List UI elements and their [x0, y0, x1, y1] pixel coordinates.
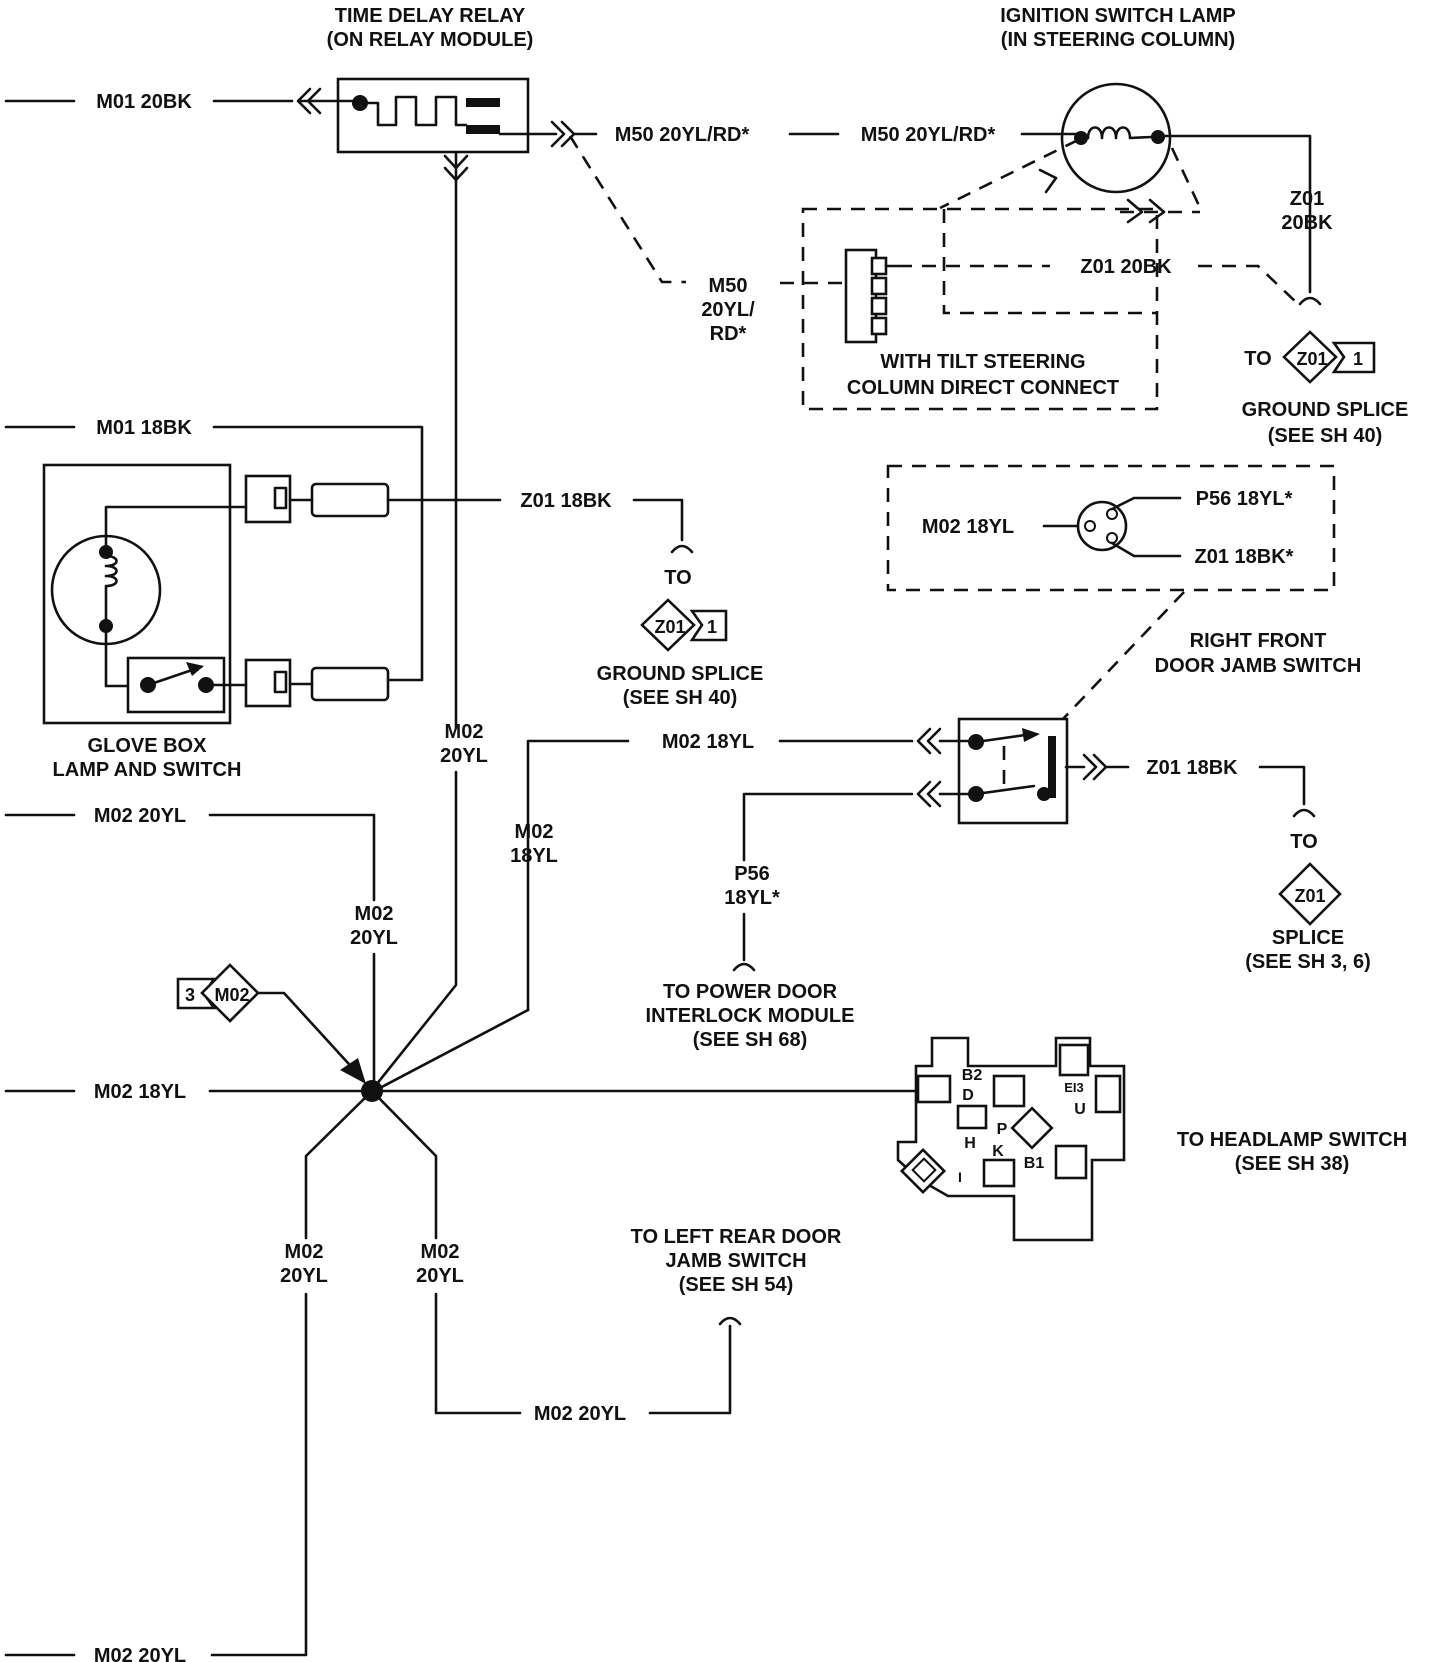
- wire-label-p56-vert-1: P56: [734, 863, 770, 885]
- tilt-steering-box: WITH TILT STEERING COLUMN DIRECT CONNECT: [801, 207, 1159, 411]
- ignition-switch-lamp: IGNITION SWITCH LAMP (IN STEERING COLUMN…: [1000, 5, 1236, 194]
- glove-box-label-2: LAMP AND SWITCH: [53, 759, 242, 781]
- ground-splice-mid: TO Z01 1 GROUND SPLICE (SEE SH 40): [597, 567, 764, 709]
- ground-splice-mid-ref: (SEE SH 40): [623, 687, 737, 709]
- wire-label-p56-inset: P56 18YL*: [1196, 488, 1293, 510]
- to-label-top: TO: [1244, 348, 1271, 370]
- wire-label-m02-18yl-main: M02 18YL: [94, 1081, 186, 1103]
- wire-label-z01-20bk-vert-1: Z01: [1290, 188, 1324, 210]
- wire-label-z01-20bk-vert-2: 20BK: [1281, 212, 1333, 234]
- wire-label-z01-20bk: Z01 20BK: [1080, 256, 1172, 278]
- left-rear-label-1: TO LEFT REAR DOOR: [631, 1226, 842, 1248]
- pin-d: D: [962, 1087, 974, 1104]
- wire-label-m01-20bk: M01 20BK: [96, 91, 192, 113]
- door-switch-inset: M02 18YL P56 18YL* Z01 18BK*: [886, 464, 1336, 592]
- pin-k: K: [992, 1143, 1004, 1160]
- tilt-label-2: COLUMN DIRECT CONNECT: [847, 377, 1119, 399]
- ground-splice-top-ref: (SEE SH 40): [1268, 425, 1382, 447]
- splice-label: SPLICE: [1272, 927, 1344, 949]
- wire-label-z01-18bk-door: Z01 18BK: [1146, 757, 1238, 779]
- glove-box-label-1: GLOVE BOX: [88, 735, 208, 757]
- splice-z01: TO Z01 SPLICE (SEE SH 3, 6): [1245, 831, 1371, 973]
- pin-b2: B2: [962, 1067, 983, 1084]
- wire-label-z01-18bk-glove: Z01 18BK: [520, 490, 612, 512]
- pin-b1: B1: [1024, 1155, 1045, 1172]
- time-delay-relay-subtitle: (ON RELAY MODULE): [327, 29, 534, 51]
- wire-label-p56-vert-2: 18YL*: [724, 887, 780, 909]
- z01-connector-mid: Z01: [654, 617, 685, 637]
- wire-label-m02-20yl-low1-2: 20YL: [280, 1265, 328, 1287]
- to-label-mid: TO: [664, 567, 691, 589]
- m02-connector-pin: 3: [185, 985, 195, 1005]
- z01-pin-top: 1: [1353, 349, 1363, 369]
- wire-label-m02-18yl-door: M02 18YL: [662, 731, 754, 753]
- splice-ref: (SEE SH 3, 6): [1245, 951, 1371, 973]
- wire-label-m02-20yl-relay-1: M02: [445, 721, 484, 743]
- pin-u: U: [1074, 1101, 1086, 1118]
- wire-label-m02-20yl-low1-1: M02: [285, 1241, 324, 1263]
- wire-label-m50-vert-1: M50: [709, 275, 748, 297]
- wire-label-m02-20yl-left: M02 20YL: [94, 805, 186, 827]
- pin-h: H: [964, 1135, 976, 1152]
- headlamp-switch-connector: B2 D EI3 U P H K B1 I: [896, 1036, 1126, 1242]
- m02-connector-label: M02: [214, 985, 249, 1005]
- time-delay-relay: TIME DELAY RELAY (ON RELAY MODULE): [327, 5, 534, 154]
- left-rear-label-3: (SEE SH 54): [679, 1274, 793, 1296]
- m02-connector: 3 M02: [176, 963, 260, 1023]
- z01-connector-splice: Z01: [1294, 886, 1325, 906]
- wire-label-m02-20yl-vert-mid-1: M02: [355, 903, 394, 925]
- headlamp-label-1: TO HEADLAMP SWITCH: [1177, 1129, 1407, 1151]
- z01-pin-mid: 1: [707, 617, 717, 637]
- ignition-lamp-title: IGNITION SWITCH LAMP: [1000, 5, 1236, 27]
- pin-i: I: [958, 1169, 962, 1185]
- to-label-splice: TO: [1290, 831, 1317, 853]
- ground-splice-mid-label: GROUND SPLICE: [597, 663, 764, 685]
- right-front-door-switch: [957, 717, 1069, 825]
- ignition-lamp-subtitle: (IN STEERING COLUMN): [1001, 29, 1235, 51]
- wire-label-m02-18yl-vert-1: M02: [515, 821, 554, 843]
- pin-p: P: [997, 1121, 1008, 1138]
- power-door-label-1: TO POWER DOOR: [663, 981, 838, 1003]
- time-delay-relay-title: TIME DELAY RELAY: [335, 5, 526, 27]
- power-door-label-3: (SEE SH 68): [693, 1029, 807, 1051]
- right-front-door-label-1: RIGHT FRONT: [1190, 630, 1327, 652]
- wire-label-m02-20yl-bottom-h: M02 20YL: [534, 1403, 626, 1425]
- wire-label-z01-inset: Z01 18BK*: [1195, 546, 1294, 568]
- wire-label-m02-20yl-vert-mid-2: 20YL: [350, 927, 398, 949]
- tilt-label-1: WITH TILT STEERING: [880, 351, 1085, 373]
- wire-label-m50-vert-2: 20YL/: [701, 299, 755, 321]
- right-front-door-label-2: DOOR JAMB SWITCH: [1155, 655, 1362, 677]
- wire-label-m50-vert-3: RD*: [710, 323, 747, 345]
- wire-label-m50-b: M50 20YL/RD*: [861, 124, 996, 146]
- wire-label-m02-20yl-low2-2: 20YL: [416, 1265, 464, 1287]
- power-door-label-2: INTERLOCK MODULE: [646, 1005, 855, 1027]
- wire-label-m02-20yl-relay-2: 20YL: [440, 745, 488, 767]
- ground-splice-top-label: GROUND SPLICE: [1242, 399, 1409, 421]
- wire-label-m02-20yl-low2-1: M02: [421, 1241, 460, 1263]
- ground-splice-top: TO Z01 1 GROUND SPLICE (SEE SH 40): [1242, 330, 1409, 447]
- wire-label-m02-18yl-inset: M02 18YL: [922, 516, 1014, 538]
- wire-label-m01-18bk: M01 18BK: [96, 417, 192, 439]
- left-rear-label-2: JAMB SWITCH: [665, 1250, 806, 1272]
- wire-label-m50-a: M50 20YL/RD*: [615, 124, 750, 146]
- headlamp-label-2: (SEE SH 38): [1235, 1153, 1349, 1175]
- wire-label-m02-18yl-vert-2: 18YL: [510, 845, 558, 867]
- glove-box-lamp-switch: GLOVE BOX LAMP AND SWITCH: [42, 463, 390, 781]
- z01-connector-top: Z01: [1296, 349, 1327, 369]
- wire-label-m02-20yl-bottom: M02 20YL: [94, 1645, 186, 1662]
- pin-ei3: EI3: [1064, 1080, 1084, 1095]
